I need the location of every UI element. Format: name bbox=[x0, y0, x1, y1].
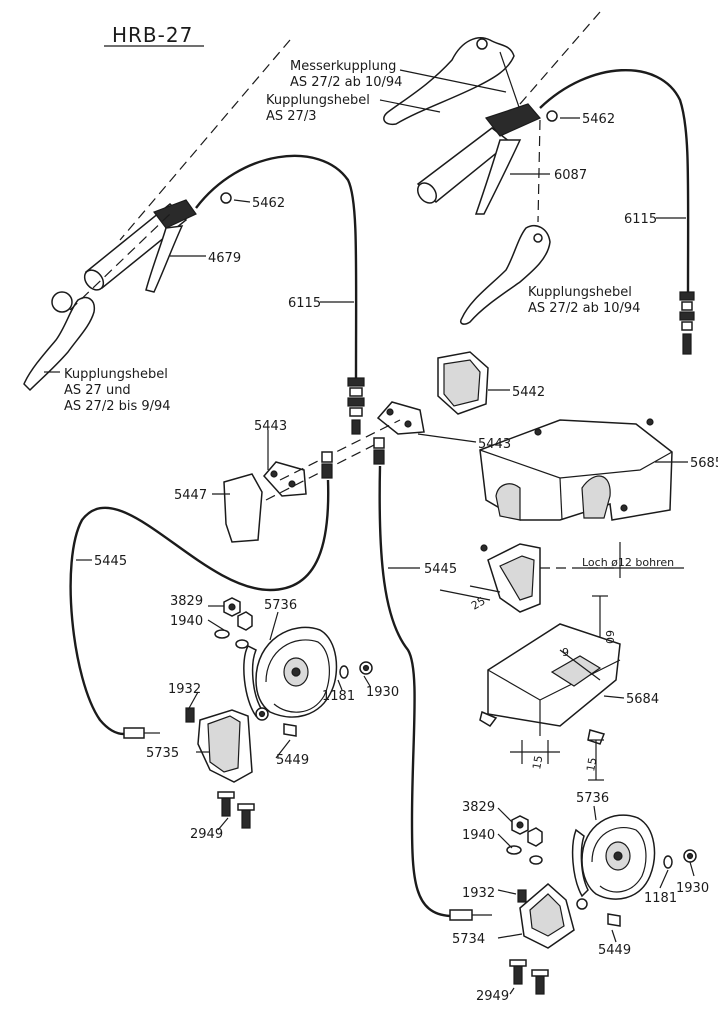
base-plate-dimensions bbox=[510, 649, 604, 781]
dimension-values: 25 60 9 15 15 bbox=[469, 594, 616, 772]
note-messerkupplung: Messerkupplung bbox=[290, 59, 396, 74]
leader-lines bbox=[44, 69, 695, 995]
washer-nut-1181-1930-right bbox=[663, 849, 697, 869]
part-number-label: 5449 bbox=[276, 753, 309, 768]
part-number-label: 5447 bbox=[174, 488, 207, 503]
note-kupplungshebel-as27-model: AS 27 und bbox=[64, 383, 131, 398]
part-number-label: 6087 bbox=[554, 168, 587, 183]
handle-bar-left bbox=[83, 39, 291, 291]
bowden-cable-5445-left bbox=[69, 479, 330, 739]
part-number-label: 5736 bbox=[264, 598, 297, 613]
bolts-2949-right bbox=[509, 959, 549, 995]
part-number-label: 6115 bbox=[288, 296, 321, 311]
bracket-5443-left bbox=[263, 461, 307, 497]
dimension-value: 60 bbox=[603, 630, 616, 644]
part-number-label: 1930 bbox=[366, 685, 399, 700]
note-kupplungshebel-as27-2-model: AS 27/2 ab 10/94 bbox=[528, 301, 640, 316]
lever-bracket-5734 bbox=[519, 883, 621, 949]
part-number-label: 1940 bbox=[462, 828, 495, 843]
part-labels: 5462 6087 6115 5462 4679 6115 5442 5443 … bbox=[94, 112, 718, 1004]
hardware-stack-right bbox=[506, 815, 543, 903]
part-number-label: 5734 bbox=[452, 932, 485, 947]
bowden-cable-upper-left bbox=[195, 154, 365, 435]
mounting-bracket-guard bbox=[487, 543, 541, 613]
bracket-5443-right bbox=[376, 401, 425, 435]
pulley-5736-right bbox=[571, 814, 656, 900]
clutch-lever-as27-2 bbox=[459, 224, 551, 325]
leader-dashed-6087 bbox=[537, 119, 541, 223]
part-number-label: 1932 bbox=[462, 886, 495, 901]
dimension-value: 15 bbox=[530, 754, 545, 770]
part-number-label: 5735 bbox=[146, 746, 179, 761]
part-number-label: 6115 bbox=[624, 212, 657, 227]
notes: Messerkupplung AS 27/2 ab 10/94 Kupplung… bbox=[64, 59, 674, 569]
pulley-5736-left bbox=[243, 626, 338, 718]
part-number-label: 5684 bbox=[626, 692, 659, 707]
note-kupplungshebel-as27-3: Kupplungshebel bbox=[266, 93, 370, 108]
dashed-axis-brackets-2 bbox=[265, 441, 381, 501]
part-number-label: 3829 bbox=[170, 594, 203, 609]
part-number-label: 1940 bbox=[170, 614, 203, 629]
part-number-label: 4679 bbox=[208, 251, 241, 266]
hardware-stack-left bbox=[185, 597, 253, 723]
bowden-cable-upper-right bbox=[539, 69, 695, 355]
dimension-value: 25 bbox=[469, 594, 488, 612]
note-drill-hole: Loch ø12 bohren bbox=[582, 556, 674, 569]
part-number-label: 5449 bbox=[598, 943, 631, 958]
bolts-2949-left bbox=[217, 791, 255, 829]
drill-hole-dimensions bbox=[439, 542, 684, 651]
clutch-lever-6087 bbox=[474, 103, 558, 215]
bowden-cable-5445-right bbox=[378, 465, 492, 921]
part-number-label: 3829 bbox=[462, 800, 495, 815]
part-number-label: 5445 bbox=[424, 562, 457, 577]
clutch-lever-4679 bbox=[145, 192, 232, 293]
note-kupplungshebel-as27: Kupplungshebel bbox=[64, 367, 168, 382]
part-number-label: 5462 bbox=[582, 112, 615, 127]
washer-nut-1181-1930-left bbox=[339, 661, 373, 679]
base-plate-5684 bbox=[479, 623, 621, 745]
part-number-label: 1181 bbox=[644, 891, 677, 906]
part-number-label: 5736 bbox=[576, 791, 609, 806]
note-kupplungshebel-as27-2: Kupplungshebel bbox=[528, 285, 632, 300]
diagram-title: HRB-27 bbox=[112, 23, 193, 47]
part-number-label: 5445 bbox=[94, 554, 127, 569]
belt-guard-5685 bbox=[479, 418, 673, 552]
note-kupplungshebel-as27-2-until: AS 27/2 bis 9/94 bbox=[64, 399, 171, 414]
part-number-label: 2949 bbox=[476, 989, 509, 1004]
part-number-label: 5462 bbox=[252, 196, 285, 211]
note-kupplungshebel-as27-3-model: AS 27/3 bbox=[266, 109, 316, 124]
part-number-label: 1930 bbox=[676, 881, 709, 896]
part-number-label: 5442 bbox=[512, 385, 545, 400]
knife-coupling-lever bbox=[383, 37, 521, 126]
part-number-label: 2949 bbox=[190, 827, 223, 842]
cover-5442 bbox=[437, 351, 489, 415]
clutch-lever-as27 bbox=[23, 213, 171, 392]
dashed-axis-brackets bbox=[279, 419, 401, 481]
cable-nipples bbox=[321, 437, 385, 479]
part-number-label: 5443 bbox=[254, 419, 287, 434]
dimension-value: 15 bbox=[584, 756, 599, 772]
part-number-label: 1932 bbox=[168, 682, 201, 697]
part-number-label: 1181 bbox=[322, 689, 355, 704]
part-number-label: 5443 bbox=[478, 437, 511, 452]
plate-5447 bbox=[223, 473, 263, 543]
lever-bracket-5735 bbox=[197, 707, 297, 783]
dimension-value: 9 bbox=[562, 646, 569, 659]
note-messerkupplung-model: AS 27/2 ab 10/94 bbox=[290, 75, 402, 90]
